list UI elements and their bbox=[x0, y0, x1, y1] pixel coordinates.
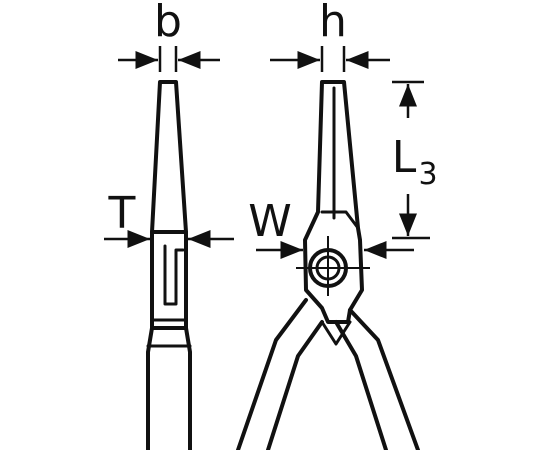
label-l: L bbox=[392, 132, 417, 183]
side-view-handle bbox=[146, 326, 192, 450]
side-view-joint bbox=[150, 230, 188, 330]
label-h: h bbox=[319, 0, 347, 47]
dimension-lines bbox=[104, 46, 430, 259]
pivot-centerlines bbox=[296, 236, 370, 296]
label-t: T bbox=[108, 188, 136, 239]
side-view-joint-slot bbox=[163, 244, 185, 306]
front-view-handle-collar bbox=[320, 320, 352, 346]
front-view-jaw-inner bbox=[320, 210, 360, 230]
label-w: W bbox=[248, 196, 292, 247]
front-view bbox=[236, 80, 420, 450]
side-view-jaw bbox=[150, 80, 188, 234]
side-view bbox=[146, 80, 192, 450]
front-view-handle-left bbox=[236, 298, 324, 450]
label-b: b bbox=[154, 0, 182, 47]
label-l-subscript: 3 bbox=[418, 157, 437, 192]
front-view-handle-right bbox=[334, 308, 420, 450]
